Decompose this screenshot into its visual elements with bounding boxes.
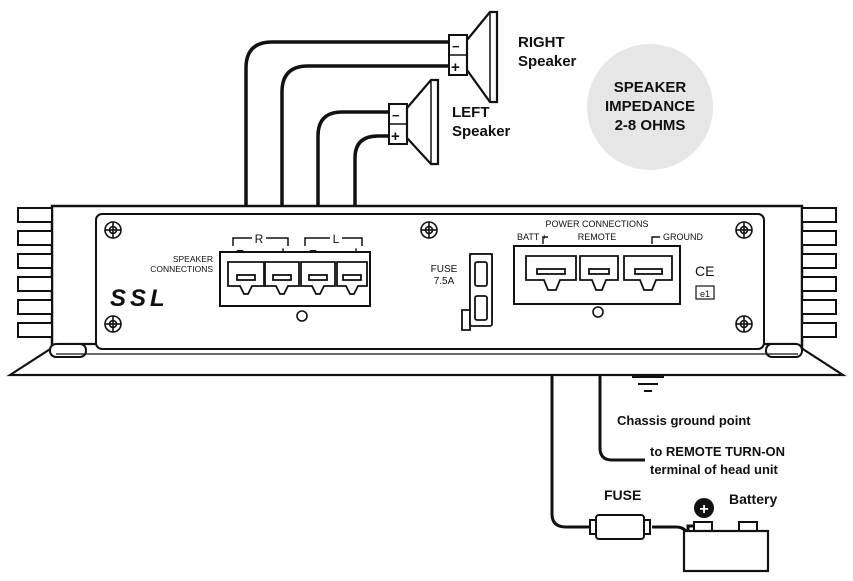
left-speaker-title: LEFT: [452, 104, 490, 121]
remote-label: REMOTE: [578, 232, 617, 242]
right-channel-label: R: [255, 232, 264, 246]
amplifier: SPEAKER CONNECTIONS SSL R L − + − +: [6, 204, 847, 377]
speaker-wires: [244, 40, 452, 236]
impedance-badge: SPEAKER IMPEDANCE 2-8 OHMS: [587, 44, 713, 170]
speaker-terminal: [227, 261, 265, 295]
inline-fuse: [589, 514, 651, 540]
chassis-ground-label: Chassis ground point: [617, 413, 751, 428]
battery-plus-sign: +: [699, 501, 708, 518]
r-minus-sign: −: [236, 243, 244, 258]
ground-terminal: [623, 255, 673, 291]
left-speaker: − +: [388, 78, 440, 166]
impedance-line2: IMPEDANCE: [605, 98, 695, 115]
led-indicator: [296, 310, 308, 322]
left-speaker-subtitle: Speaker: [452, 123, 511, 140]
screw-icon: [735, 315, 753, 333]
power-led-indicator: [592, 306, 604, 318]
fuse-rating: 7.5A: [434, 276, 455, 287]
impedance-badge-circle: [587, 44, 713, 170]
speaker-terminal: [300, 261, 336, 295]
screw-icon: [104, 315, 122, 333]
right-plus-wire: [280, 64, 452, 236]
fuse-label: FUSE: [431, 264, 458, 275]
battery-icon: +: [682, 498, 770, 573]
power-connections-title: POWER CONNECTIONS: [545, 219, 648, 229]
right-speaker-cone: [465, 10, 499, 104]
left-speaker-plus: +: [391, 128, 400, 145]
brand-logo: SSL: [110, 285, 169, 312]
right-speaker-plus: +: [451, 59, 460, 76]
speaker-terminal: [336, 261, 368, 295]
heatsink-fins-left: [17, 207, 53, 338]
batt-wire: [550, 292, 592, 529]
screw-icon: [735, 221, 753, 239]
l-minus-sign: −: [309, 243, 317, 258]
channel-brackets: [232, 237, 363, 246]
remote-terminal: [579, 255, 619, 291]
ground-symbol-icon: [632, 376, 664, 392]
speaker-connections-line1: SPEAKER: [173, 254, 213, 264]
screw-icon: [420, 221, 438, 239]
left-channel-label: L: [333, 232, 340, 246]
heatsink-fins-right: [801, 207, 837, 338]
right-speaker: − +: [448, 10, 499, 104]
right-speaker-subtitle: Speaker: [518, 53, 577, 70]
screw-icon: [104, 221, 122, 239]
ce-mark: CE: [695, 263, 714, 279]
power-terminal-block: [513, 245, 681, 318]
batt-label: BATT +: [517, 232, 547, 242]
remote-turn-on-label: to REMOTE TURN-ON: [650, 444, 785, 459]
impedance-line3: 2-8 OHMS: [615, 117, 686, 134]
screw-icons: [104, 221, 753, 333]
right-speaker-minus: −: [452, 39, 460, 54]
speaker-terminal: [264, 261, 300, 295]
ground-label: GROUND: [663, 232, 703, 242]
right-speaker-title: RIGHT: [518, 34, 565, 51]
left-speaker-minus: −: [392, 108, 400, 123]
remote-terminal-label: terminal of head unit: [650, 462, 779, 477]
fuse-holder[interactable]: [461, 253, 493, 331]
e1-mark: e1: [700, 289, 710, 299]
left-plus-wire: [353, 134, 392, 236]
speaker-terminal-block: [219, 251, 371, 322]
batt-terminal: [525, 255, 577, 291]
impedance-line1: SPEAKER: [614, 79, 687, 96]
inline-fuse-label: FUSE: [604, 487, 641, 503]
remote-wire: [598, 292, 645, 462]
speaker-connections-line2: CONNECTIONS: [150, 264, 213, 274]
battery-label: Battery: [729, 491, 777, 507]
left-speaker-cone: [405, 78, 440, 166]
right-minus-wire: [244, 40, 452, 236]
left-minus-wire: [316, 110, 392, 236]
battery-positive-icon: [694, 498, 714, 518]
